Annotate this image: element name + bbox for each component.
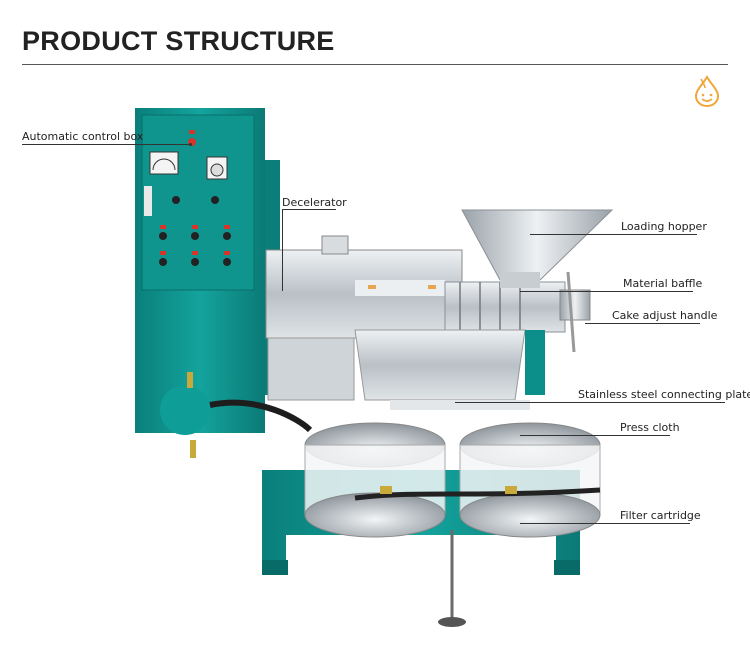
label-loading-hopper: Loading hopper: [621, 220, 707, 233]
label-decelerator: Decelerator: [282, 196, 347, 209]
leader-press-cloth: [520, 435, 670, 436]
label-material-baffle: Material baffle: [623, 277, 703, 290]
leader-decelerator-drop: [282, 209, 283, 291]
leader-connecting-plate: [455, 402, 725, 403]
leader-filter-cartridge: [520, 523, 690, 524]
leader-dot-control-box: [189, 143, 192, 146]
page-title: PRODUCT STRUCTURE: [22, 26, 335, 56]
title-divider: [22, 64, 728, 65]
leader-control-box: [22, 144, 190, 145]
oil-drop-logo-icon: [694, 74, 720, 108]
label-cake-adjust-handle: Cake adjust handle: [612, 309, 718, 322]
leader-cake-adjust-handle: [585, 323, 700, 324]
label-filter-cartridge: Filter cartridge: [620, 509, 701, 522]
label-connecting-plate: Stainless steel connecting plate: [578, 388, 750, 401]
label-press-cloth: Press cloth: [620, 421, 680, 434]
leader-decelerator: [282, 209, 336, 210]
leader-loading-hopper: [530, 234, 697, 235]
leader-material-baffle: [520, 291, 693, 292]
label-control-box: Automatic control box: [22, 130, 144, 143]
